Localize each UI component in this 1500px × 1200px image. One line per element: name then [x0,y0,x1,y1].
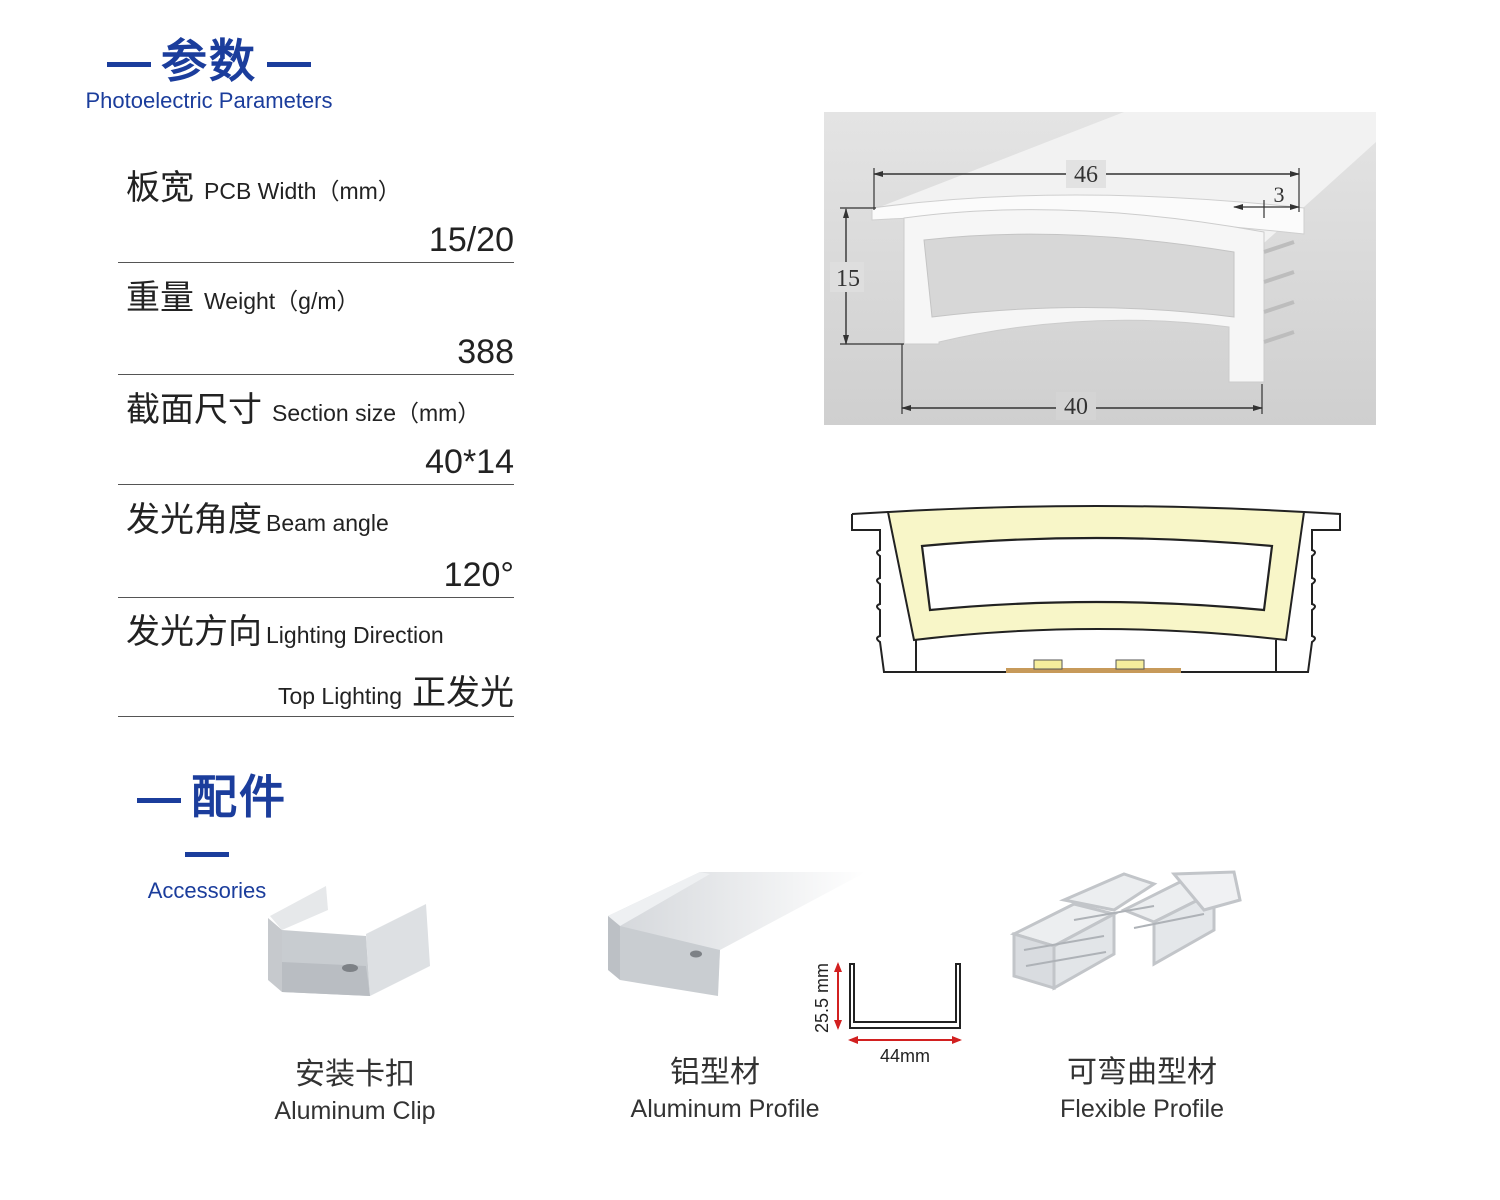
accessory-label-clip: 安装卡扣 Aluminum Clip [230,1056,480,1128]
aluminum-profile-height-label: 25.5 mm [812,963,832,1033]
flexible-profile-image [1009,870,1242,991]
dim-lip-label: 3 [1274,182,1285,207]
dim-label-bg-bottom [1056,392,1096,420]
profile-cavity [923,233,1235,318]
param-value-en: Top Lighting [277,683,402,709]
param-label-en: Weight（g/m） [204,288,360,314]
title-dash-right [185,852,229,857]
param-label-zh: 重量 [126,278,194,318]
accessories-section-header: 配件 Accessories [104,770,310,904]
param-label-zh: 发光角度 [126,500,262,540]
dim-label-bg-top [1066,160,1106,188]
param-value: 15/20 [428,221,514,259]
param-value: 388 [457,333,514,371]
param-label-en: Beam angle [266,510,389,536]
accessories-title-en: Accessories [147,878,267,903]
title-dash-left [137,798,181,803]
param-label-zh: 发光方向 [126,612,262,652]
param-label-zh: 板宽 [126,168,194,208]
accessory-label-zh: 铝型材 [670,1056,760,1089]
accessory-label-aluminum-profile: 铝型材 Aluminum Profile [590,1054,860,1126]
param-label-en: Section size（mm） [272,400,481,426]
param-value-zh: 正发光 [412,674,514,712]
dim-top-width-label: 46 [1074,162,1098,188]
param-label-en: Lighting Direction [266,622,444,648]
param-value: 120° [443,556,514,594]
profile-right-ridges [1263,240,1295,344]
params-title-zh: 参数 [161,34,257,88]
title-dash-right [267,62,311,67]
dim-height-label: 15 [836,266,860,292]
param-row-weight: 重量 Weight（g/m） 388 [118,270,514,375]
dim-bottom-width-label: 40 [1064,394,1088,420]
param-label-en: PCB Width（mm） [204,178,401,204]
accessory-label-en: Flexible Profile [1060,1095,1224,1123]
cross-section-cavity [920,536,1274,612]
led-chip-right [1115,659,1145,670]
accessory-label-flexible-profile: 可弯曲型材 Flexible Profile [1010,1054,1274,1126]
cross-section-drawing [851,505,1341,673]
params-section-header: 参数 Photoelectric Parameters [70,34,348,114]
aluminum-clip-image [268,886,430,996]
led-pcb [1006,668,1181,673]
param-label-zh: 截面尺寸 [126,390,262,430]
params-title-en: Photoelectric Parameters [85,88,333,113]
title-dash-left [107,62,151,67]
accessory-label-zh: 安装卡扣 [295,1058,415,1091]
cross-section-outline [851,511,1341,673]
led-chip-left [1033,659,1063,670]
profile-dimension-diagram: 46 3 15 40 [824,112,1376,425]
param-row-pcb-width: 板宽 PCB Width（mm） 15/20 [118,160,514,263]
param-value: Top Lighting 正发光 [278,665,514,714]
accessory-label-en: Aluminum Clip [274,1097,436,1125]
param-value: 40*14 [425,443,514,481]
accessory-label-en: Aluminum Profile [630,1095,820,1123]
accessory-label-zh: 可弯曲型材 [1067,1056,1217,1089]
aluminum-profile-width-label: 44mm [880,1046,930,1066]
aluminum-profile-image [608,872,866,996]
param-row-section-size: 截面尺寸 Section size（mm） 40*14 [118,382,514,485]
accessories-title-zh: 配件 [191,770,287,824]
dim-label-bg-height [830,262,864,292]
aluminum-profile-dimension-drawing: 25.5 mm 44mm [812,962,962,1066]
